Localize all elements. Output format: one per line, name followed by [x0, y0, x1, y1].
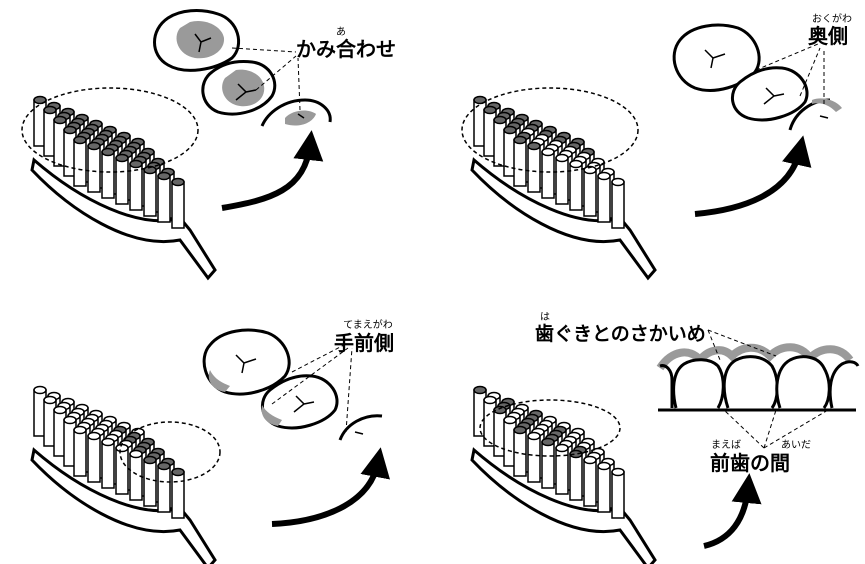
bristle-tuft [33, 95, 47, 147]
bristle-tuft [513, 135, 527, 187]
bristle-tuft [513, 425, 527, 477]
bristle-tuft [527, 431, 541, 483]
bristle-tuft [171, 467, 185, 519]
bristle-tuft [541, 147, 555, 199]
panel-label2-ruby-b: あいだ [781, 439, 811, 451]
brush-handle [30, 157, 217, 281]
bristle-tuft [527, 141, 541, 193]
bristle-tuft [157, 171, 171, 223]
panel-occlusal: あ かみ合わせ [21, 9, 396, 281]
brush-handle [470, 157, 657, 281]
molar-tooth-icon [153, 9, 332, 127]
bristle-tuft [483, 105, 497, 157]
bristle-tuft [597, 461, 611, 513]
bristle-tuft [583, 455, 597, 507]
panel-label: かみ合わせ [296, 37, 396, 61]
bristle-tuft [129, 449, 143, 501]
front-teeth-icon [656, 329, 860, 449]
bristle-tuft [569, 449, 583, 501]
brush-target-outline [461, 87, 639, 173]
bristle-tuft [611, 467, 625, 519]
panel-label-ruby: あ [336, 26, 346, 38]
toothbrush-icon [470, 385, 657, 564]
bristle-tuft [583, 165, 597, 217]
molar-tooth-icon [672, 23, 842, 131]
molar-tooth-icon [202, 328, 383, 441]
bristle-tuft [493, 405, 507, 457]
panel-back-side: おくがわ 奥側 [461, 12, 852, 281]
curved-arrow-icon [271, 447, 390, 527]
bristle-tuft [129, 159, 143, 211]
bristle-tuft [101, 437, 115, 489]
toothbrush-icon [30, 385, 221, 564]
panel-label-ruby: おくがわ [812, 12, 852, 25]
brush-target-outline [21, 87, 199, 173]
bristle-tuft [63, 125, 77, 177]
panel-label2-ruby-a: まえば [711, 439, 741, 451]
bristle-tuft [115, 153, 129, 205]
bristle-tuft [597, 171, 611, 223]
panel-label2: 前歯の間 [710, 451, 790, 475]
panel-gumline-front-teeth: は 歯ぐきとのさかいめ まえば あいだ 前歯の間 [470, 311, 860, 564]
bristle-tuft [73, 425, 87, 477]
brush-handle [470, 447, 657, 564]
bristle-tuft [43, 105, 57, 157]
bristle-tuft [33, 385, 47, 437]
bristle-tuft [115, 443, 129, 495]
bristle-tuft [143, 455, 157, 507]
bristle-tuft [541, 437, 555, 489]
toothbrush-icon [21, 87, 217, 281]
bristle-tuft [569, 159, 583, 211]
panel-label-ruby: は [540, 311, 550, 323]
curved-arrow-icon [694, 135, 812, 217]
bristle-tuft [87, 141, 101, 193]
brush-target-outline [479, 399, 621, 457]
curved-arrow-icon [703, 473, 762, 549]
bristle-tuft [171, 177, 185, 229]
bristle-tuft [73, 135, 87, 187]
bristle-tuft [555, 153, 569, 205]
bristle-tuft [157, 461, 171, 513]
curved-arrow-icon [221, 130, 324, 211]
panel-label: 手前側 [334, 331, 394, 355]
panel-label-ruby: てまえがわ [343, 318, 393, 331]
bristle-tuft [143, 165, 157, 217]
brush-handle [30, 447, 217, 564]
panel-label: 歯ぐきとのさかいめ [535, 322, 706, 345]
brush-target-outline [119, 421, 221, 483]
bristle-tuft [87, 431, 101, 483]
bristle-tuft [53, 115, 67, 167]
panel-front-side: てまえがわ 手前側 [30, 318, 394, 564]
panel-label: 奥側 [808, 24, 848, 48]
bristle-tuft [611, 177, 625, 229]
bristle-tuft [101, 147, 115, 199]
bristle-tuft [493, 115, 507, 167]
bristle-tuft [555, 443, 569, 495]
toothbrush-icon [461, 87, 657, 281]
